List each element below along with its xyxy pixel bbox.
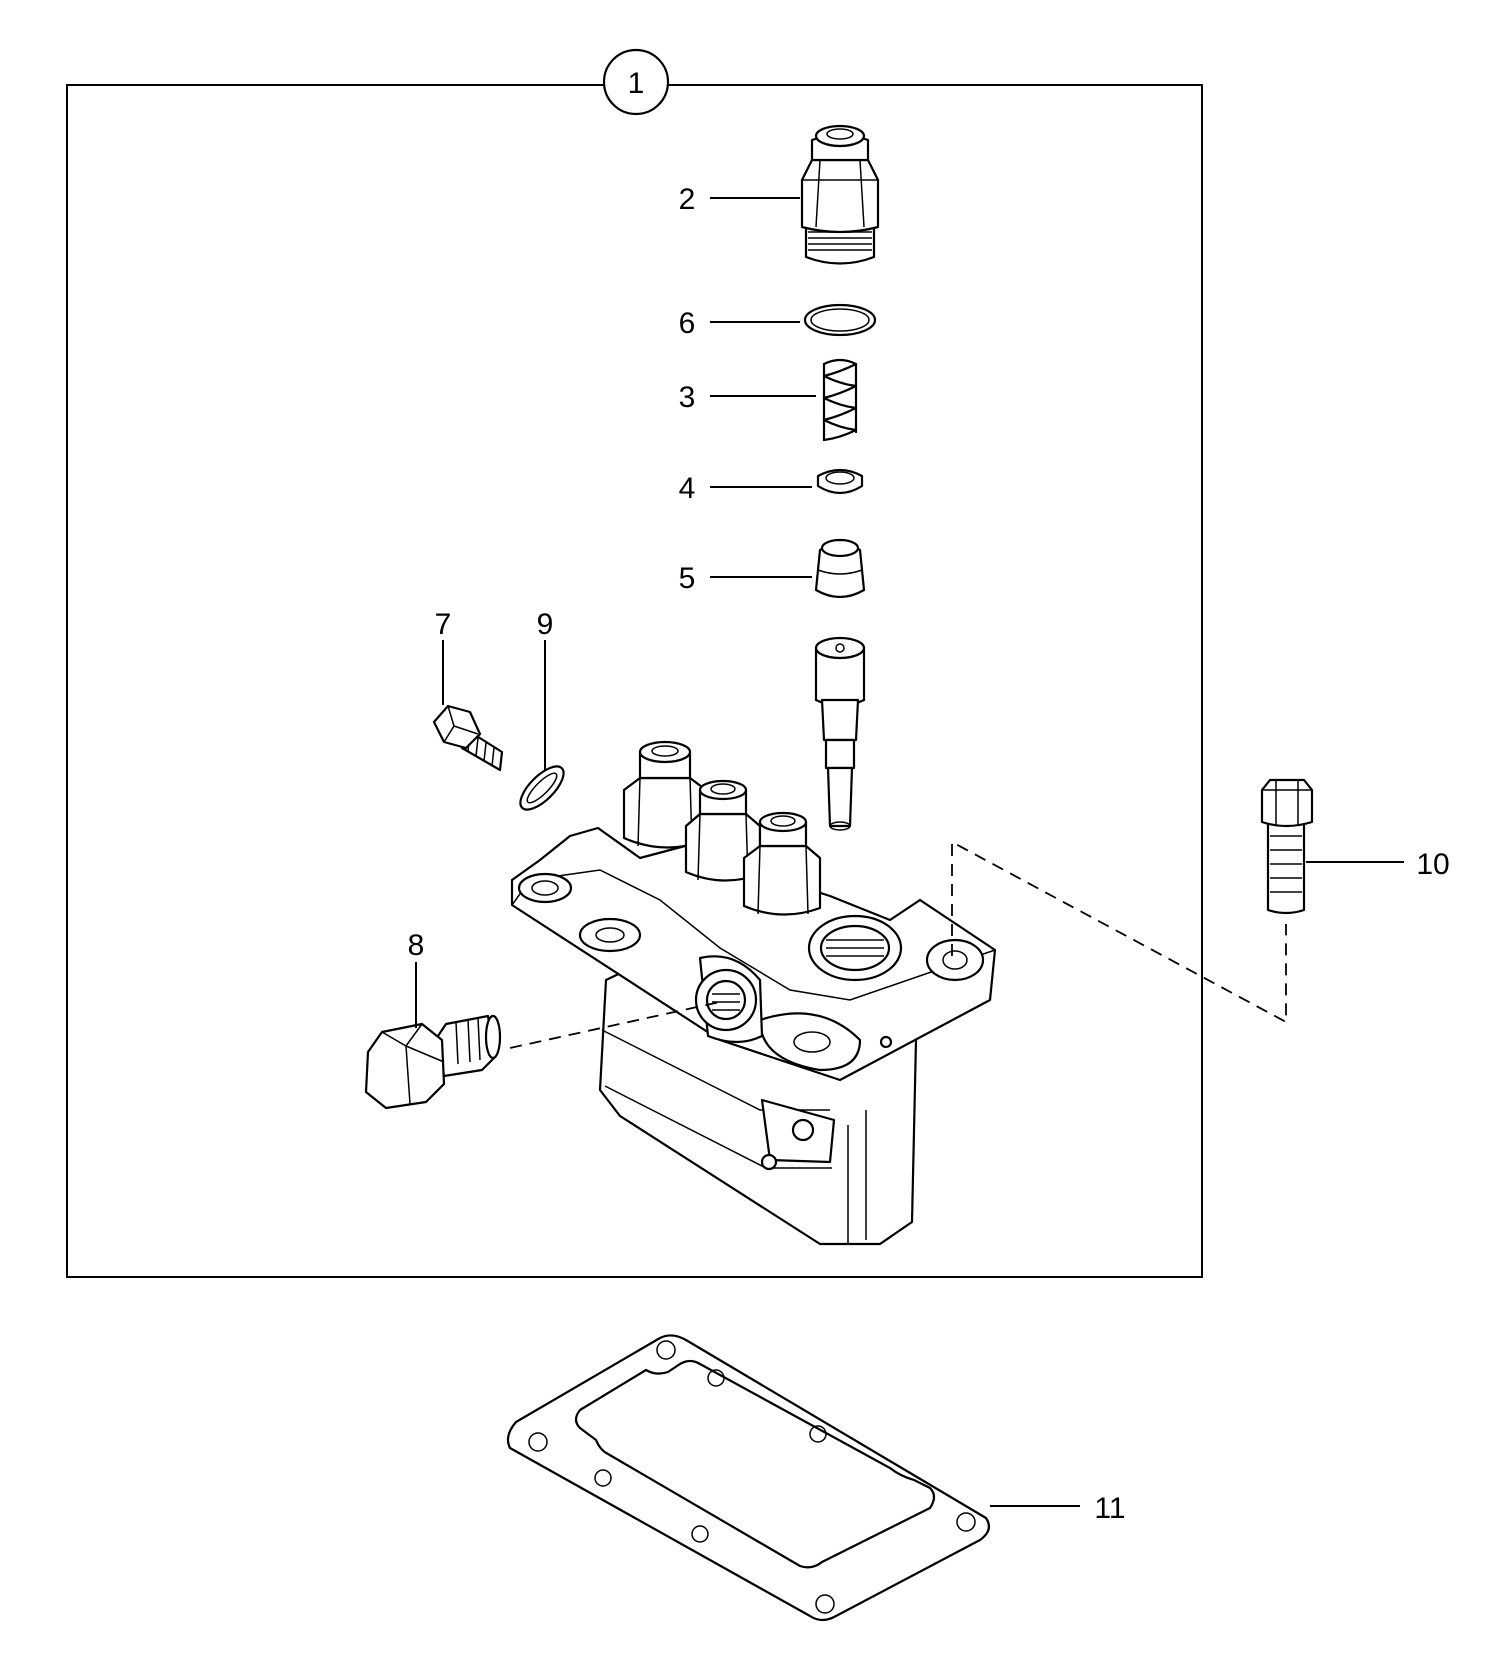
delivery-holder-2 [684, 779, 762, 882]
plunger-part [814, 636, 866, 831]
mounting-bolt-part [1260, 778, 1314, 915]
callout-11: 11 [1094, 1492, 1125, 1525]
spring-seat-part [816, 468, 864, 495]
delivery-holder-3 [742, 811, 822, 916]
gasket-part [506, 1334, 991, 1622]
mounting-bolt-alignment-line [951, 840, 1287, 1024]
assembly-callout-number: 1 [628, 67, 645, 100]
callout-9: 9 [537, 608, 554, 641]
pump-body-part [510, 826, 997, 1246]
banjo-bolt-part [364, 1014, 502, 1110]
banjo-bolt-alignment-line [509, 1001, 721, 1049]
callout-3: 3 [679, 381, 696, 414]
sealing-washer-part [519, 765, 565, 811]
callout-5: 5 [679, 562, 696, 595]
o-ring-part [803, 303, 877, 337]
callout-8: 8 [408, 929, 425, 962]
callout-7: 7 [435, 608, 452, 641]
bleeder-screw-part [432, 704, 504, 772]
callout-4: 4 [679, 472, 696, 505]
callout-6: 6 [679, 307, 696, 340]
assembly-callout: 1 [602, 48, 670, 116]
delivery-valve-spring-part [822, 358, 858, 442]
callout-10: 10 [1416, 848, 1449, 881]
callout-2: 2 [679, 183, 696, 216]
delivery-valve-holder-part [800, 124, 880, 265]
delivery-valve-part [814, 538, 866, 599]
